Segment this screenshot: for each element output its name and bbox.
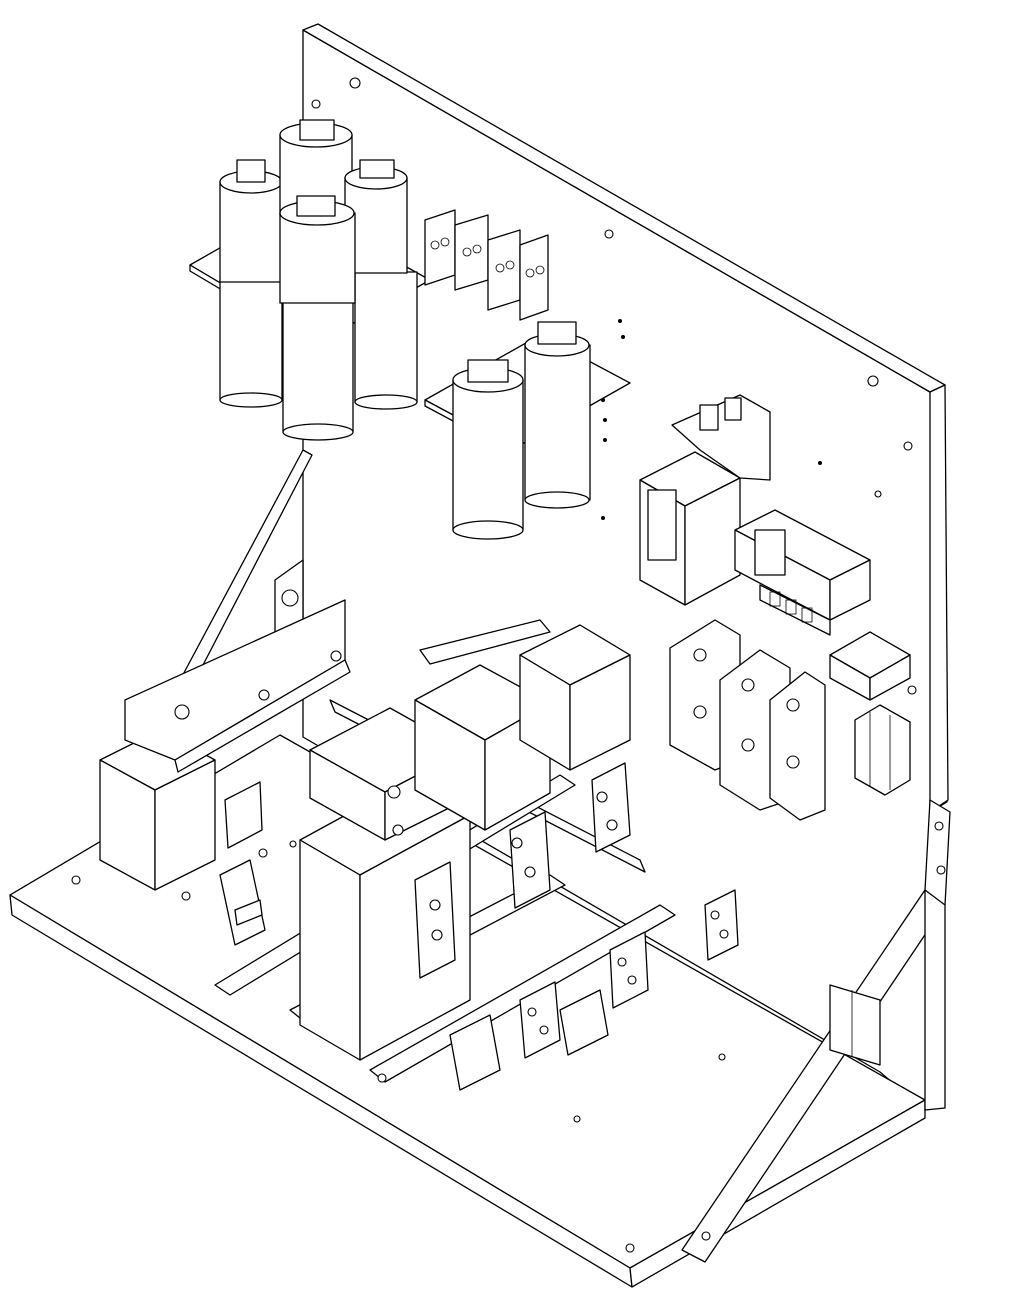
reactor-4 [519,624,631,853]
contactor [639,394,771,606]
base-brackets [219,859,609,1091]
capacitor-bank-4 [189,119,431,441]
reactor-3 [414,664,551,909]
control-transformer [734,509,871,636]
capacitor-bank-2 [424,321,631,540]
terminal-blocks [424,209,549,321]
breaker [854,704,911,796]
back-panel [302,23,949,1111]
fuse-holders [669,619,826,821]
side-brace [681,799,951,1263]
relay [829,631,911,701]
reactor-2 [299,707,471,1061]
reactor-1 [99,599,351,891]
lug-terminals [519,889,739,1059]
